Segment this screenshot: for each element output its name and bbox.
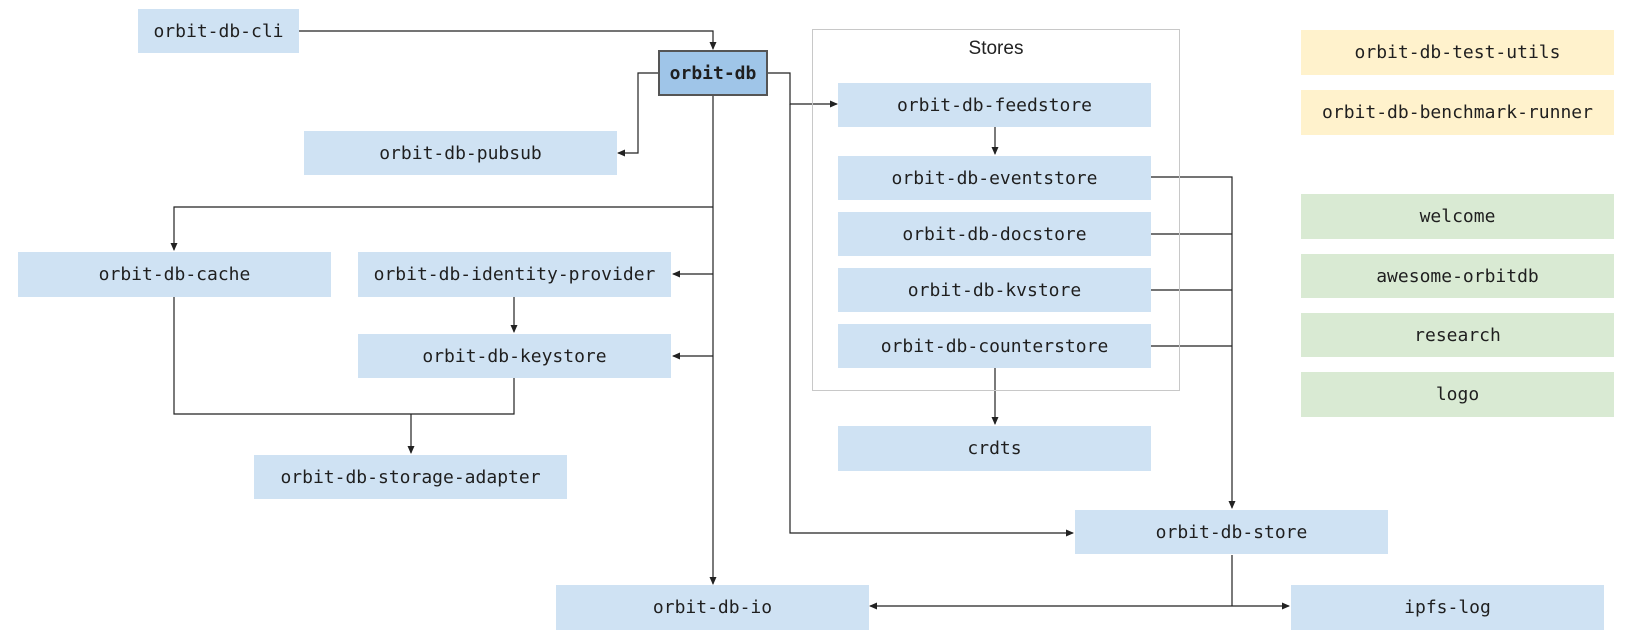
node-awesome-orbitdb[interactable]: awesome-orbitdb <box>1301 254 1614 298</box>
edge-orbitdb-to-cache <box>170 206 713 251</box>
edge-cli-to-orbitdb <box>299 30 717 50</box>
node-orbit-db-store[interactable]: orbit-db-store <box>1075 510 1388 554</box>
node-logo[interactable]: logo <box>1301 372 1614 417</box>
node-orbit-db-cache[interactable]: orbit-db-cache <box>18 252 331 297</box>
stores-group-label: Stores <box>968 38 1024 59</box>
node-orbit-db[interactable]: orbit-db <box>658 50 768 96</box>
node-welcome[interactable]: welcome <box>1301 194 1614 239</box>
node-orbit-db-test-utils[interactable]: orbit-db-test-utils <box>1301 30 1614 75</box>
node-orbit-db-benchmark-runner[interactable]: orbit-db-benchmark-runner <box>1301 90 1614 135</box>
node-crdts[interactable]: crdts <box>838 426 1151 471</box>
edge-orbitdb-to-pubsub <box>617 72 658 157</box>
node-orbit-db-eventstore[interactable]: orbit-db-eventstore <box>838 156 1151 200</box>
node-orbit-db-kvstore[interactable]: orbit-db-kvstore <box>838 268 1151 312</box>
edge-orbitdb-to-feedstore <box>768 72 838 108</box>
node-orbit-db-cli[interactable]: orbit-db-cli <box>138 9 299 53</box>
node-orbit-db-feedstore[interactable]: orbit-db-feedstore <box>838 83 1151 127</box>
edge-orbitdb-to-store <box>789 104 1074 537</box>
node-orbit-db-counterstore[interactable]: orbit-db-counterstore <box>838 324 1151 368</box>
node-orbit-db-keystore[interactable]: orbit-db-keystore <box>358 334 671 378</box>
node-orbit-db-storage-adapter[interactable]: orbit-db-storage-adapter <box>254 455 567 499</box>
node-research[interactable]: research <box>1301 313 1614 357</box>
node-orbit-db-identity-provider[interactable]: orbit-db-identity-provider <box>358 252 671 297</box>
stores-group-frame <box>812 29 1180 391</box>
edge-stores-to-store <box>1151 176 1236 509</box>
node-ipfs-log[interactable]: ipfs-log <box>1291 585 1604 630</box>
node-orbit-db-io[interactable]: orbit-db-io <box>556 585 869 630</box>
node-orbit-db-pubsub[interactable]: orbit-db-pubsub <box>304 131 617 175</box>
edge-cache-to-storage-adapter <box>173 297 515 415</box>
node-orbit-db-docstore[interactable]: orbit-db-docstore <box>838 212 1151 256</box>
